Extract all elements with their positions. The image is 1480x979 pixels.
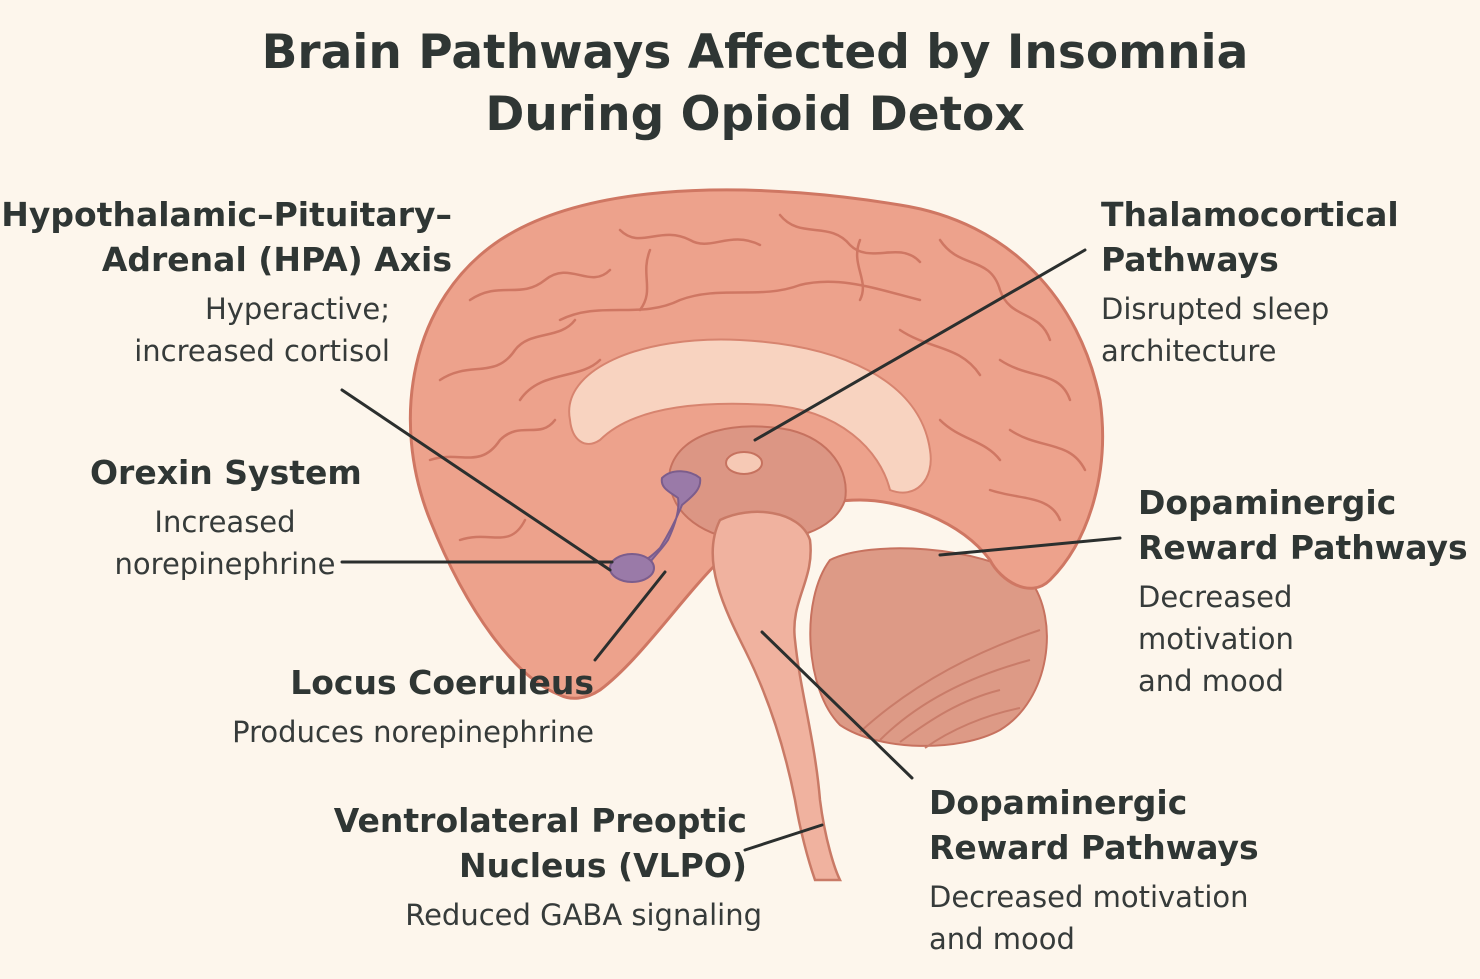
dopa-upper-desc-line-2: motivation (1138, 622, 1294, 656)
thalamo-leader-line (753, 248, 1087, 442)
label-locus-coeruleus: Locus Coeruleus Produces norepinephrine (232, 660, 594, 753)
locus-leader-line (593, 570, 667, 662)
label-vlpo: Ventrolateral Preoptic Nucleus (VLPO) Re… (333, 798, 762, 936)
thalamo-desc-line-2: architecture (1101, 334, 1277, 368)
locus-heading: Locus Coeruleus (290, 663, 594, 702)
thalamus (668, 425, 847, 542)
title-line-2: During Opioid Detox (485, 87, 1025, 142)
vlpo-heading-line-2: Nucleus (VLPO) (459, 846, 747, 885)
dopa-lower-heading-line-2: Reward Pathways (929, 828, 1259, 867)
dopa-lower-leader-line (760, 630, 914, 780)
orexin-heading: Orexin System (90, 453, 362, 492)
dopa-lower-heading-line-1: Dopaminergic (929, 783, 1188, 822)
dopa-lower-desc-line-2: and mood (929, 922, 1075, 956)
title-line-1: Brain Pathways Affected by Insomnia (261, 25, 1249, 80)
dopa-upper-desc-line-1: Decreased (1138, 580, 1293, 614)
dopa-upper-heading-line-1: Dopaminergic (1138, 483, 1397, 522)
orexin-desc-line-2: norepinephrine (114, 547, 336, 581)
hpa-heading-line-2: Adrenal (HPA) Axis (101, 240, 452, 279)
vlpo-desc: Reduced GABA signaling (405, 898, 762, 932)
dopa-upper-heading-line-2: Reward Pathways (1138, 528, 1468, 567)
massa-intermedia (725, 451, 763, 475)
hpa-heading-line-1: Hypothalamic–Pituitary– (1, 195, 452, 234)
hpa-desc-line-2: increased cortisol (134, 334, 390, 368)
dopa-lower-desc-line-1: Decreased motivation (929, 880, 1249, 914)
locus-desc: Produces norepinephrine (232, 715, 594, 749)
corpus-callosum (568, 338, 932, 494)
leader-lines (340, 248, 1122, 852)
dopa-upper-leader-line (938, 536, 1122, 557)
label-orexin-system: Orexin System Increased norepinephrine (90, 450, 362, 585)
label-dopaminergic-upper: Dopaminergic Reward Pathways Decreased m… (1138, 480, 1468, 702)
brainstem (711, 510, 843, 882)
label-thalamocortical: Thalamocortical Pathways Disrupted sleep… (1101, 192, 1399, 372)
thalamo-desc-line-1: Disrupted sleep (1101, 292, 1330, 326)
hpa-desc-line-1: Hyperactive; (204, 292, 390, 326)
dopa-upper-desc-line-3: and mood (1138, 664, 1284, 698)
label-dopaminergic-lower: Dopaminergic Reward Pathways Decreased m… (929, 780, 1259, 960)
orexin-desc-line-1: Increased (154, 505, 296, 539)
thalamo-heading-line-1: Thalamocortical (1101, 195, 1399, 234)
cortex-sulci (428, 213, 1087, 542)
label-hpa-axis: Hypothalamic–Pituitary– Adrenal (HPA) Ax… (1, 192, 452, 372)
page-title: Brain Pathways Affected by Insomnia Duri… (140, 22, 1370, 146)
hpa-leader-line (340, 388, 612, 572)
thalamo-heading-line-2: Pathways (1101, 240, 1279, 279)
vlpo-leader-line (743, 823, 824, 852)
cerebellum-striations (859, 629, 1041, 749)
vlpo-heading-line-1: Ventrolateral Preoptic (333, 801, 747, 840)
pituitary (609, 553, 655, 583)
